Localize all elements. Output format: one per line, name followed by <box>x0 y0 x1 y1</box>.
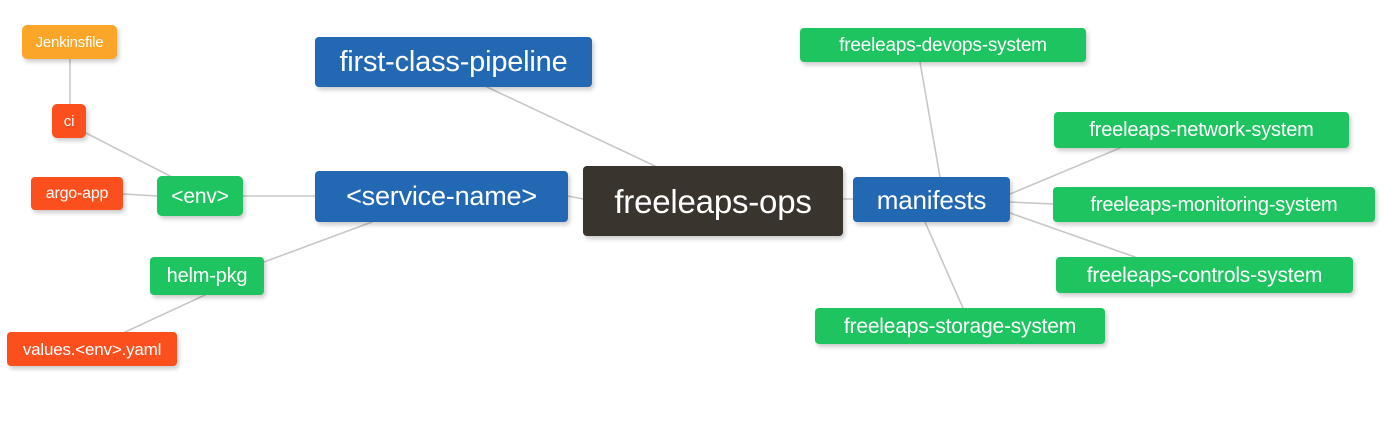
node-freeleaps-storage-system[interactable]: freeleaps-storage-system <box>815 308 1105 344</box>
node-label: <service-name> <box>346 181 537 211</box>
node-label: freeleaps-controls-system <box>1086 263 1323 287</box>
node-freeleaps-controls-system[interactable]: freeleaps-controls-system <box>1056 257 1353 293</box>
node-label: first-class-pipeline <box>339 45 568 78</box>
node-label: helm-pkg <box>166 265 248 287</box>
node-ci[interactable]: ci <box>52 104 86 138</box>
node-argo-app[interactable]: argo-app <box>31 177 123 210</box>
node-label: ci <box>63 112 75 130</box>
node-label: manifests <box>876 184 987 215</box>
node-jenkinsfile[interactable]: Jenkinsfile <box>22 25 117 59</box>
node-freeleaps-monitoring-system[interactable]: freeleaps-monitoring-system <box>1053 187 1375 222</box>
edge-ci-to-env <box>85 132 171 177</box>
node-label: <env> <box>171 184 229 208</box>
node-manifests[interactable]: manifests <box>853 177 1010 222</box>
node-freeleaps-ops[interactable]: freeleaps-ops <box>583 166 843 236</box>
edge-argo-app-to-env <box>122 193 158 197</box>
edge-manifests-to-freeleaps-monitoring-system <box>1009 201 1054 205</box>
edge-first-class-pipeline-to-freeleaps-ops <box>486 86 656 167</box>
node-label: freeleaps-network-system <box>1089 119 1314 141</box>
edge-manifests-to-freeleaps-storage-system <box>924 221 964 309</box>
node-env[interactable]: <env> <box>157 176 243 216</box>
node-label: Jenkinsfile <box>35 33 104 51</box>
node-label: argo-app <box>45 184 109 202</box>
edge-service-name-to-freeleaps-ops <box>567 195 584 200</box>
node-label: values.<env>.yaml <box>22 339 162 359</box>
node-service-name[interactable]: <service-name> <box>315 171 568 222</box>
node-freeleaps-devops-system[interactable]: freeleaps-devops-system <box>800 28 1086 62</box>
node-first-class-pipeline[interactable]: first-class-pipeline <box>315 37 592 87</box>
node-label: freeleaps-ops <box>614 182 812 220</box>
node-label: freeleaps-storage-system <box>843 314 1077 338</box>
node-values-yaml[interactable]: values.<env>.yaml <box>7 332 177 366</box>
edge-service-name-to-helm-pkg <box>263 221 373 263</box>
node-freeleaps-network-system[interactable]: freeleaps-network-system <box>1054 112 1349 148</box>
edge-helm-pkg-to-values-yaml <box>124 294 206 333</box>
edge-manifests-to-freeleaps-devops-system <box>919 61 941 178</box>
node-label: freeleaps-devops-system <box>839 34 1047 56</box>
node-helm-pkg[interactable]: helm-pkg <box>150 257 264 295</box>
node-label: freeleaps-monitoring-system <box>1090 193 1338 216</box>
